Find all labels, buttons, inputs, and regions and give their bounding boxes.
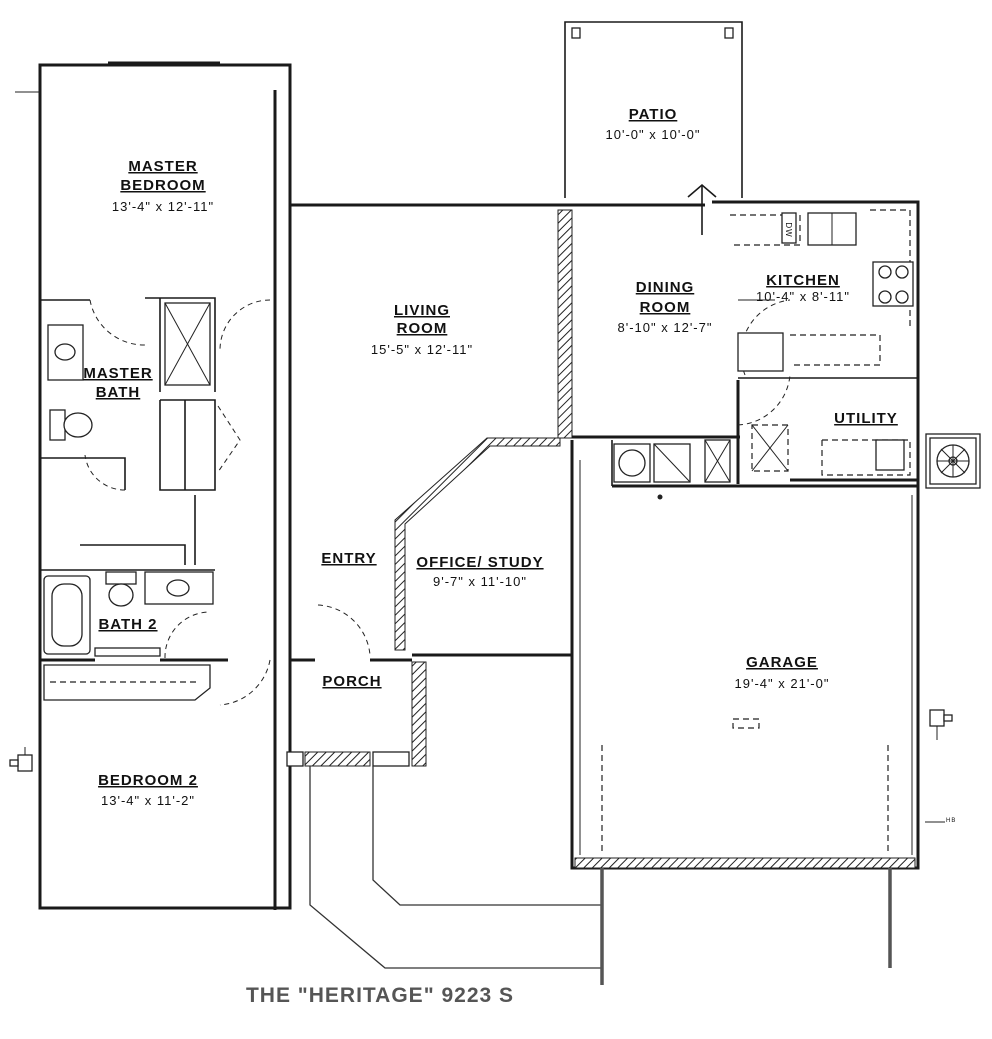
room-labels: PATIO 10'-0" x 10'-0" MASTER BEDROOM 13'… <box>83 106 898 808</box>
toilet-icon <box>63 412 93 438</box>
patio-dimensions: 10'-0" x 10'-0" <box>606 127 701 142</box>
living-room-dimensions: 15'-5" x 12'-11" <box>371 342 473 357</box>
refrigerator <box>737 332 784 372</box>
hose-bib-label: HB <box>946 818 956 824</box>
entry-label: ENTRY <box>321 550 376 567</box>
bath2-label: BATH 2 <box>98 616 157 633</box>
master-bedroom-dimensions: 13'-4" x 12'-11" <box>112 199 214 214</box>
walkways <box>309 766 892 985</box>
patio-label: PATIO <box>629 106 678 123</box>
dishwasher-label: DW <box>784 222 793 237</box>
patio-post-left <box>571 27 581 39</box>
dining-room-dimensions: 8'-10" x 12'-7" <box>618 320 713 335</box>
dining-room-label-line2: ROOM <box>640 299 691 316</box>
garage-dimensions: 19'-4" x 21'-0" <box>735 676 830 691</box>
garage-label: GARAGE <box>746 654 818 671</box>
bedroom-wing-outline <box>38 63 292 910</box>
water-heater <box>751 424 789 472</box>
office-study-dimensions: 9'-7" x 11'-10" <box>433 574 527 589</box>
dining-room-label-line1: DINING <box>636 279 695 296</box>
living-room-label-line2: ROOM <box>397 320 448 337</box>
fixtures: HB <box>9 27 981 855</box>
meter-icon-left <box>9 747 33 772</box>
living-room-label-line1: LIVING <box>394 302 450 319</box>
garage-floor-drain <box>732 718 760 729</box>
utility-label: UTILITY <box>834 410 898 427</box>
meter-icon-right <box>929 709 953 740</box>
walls <box>38 21 920 910</box>
sink-2-icon <box>166 579 190 597</box>
porch-label: PORCH <box>322 673 381 690</box>
office-study-label: OFFICE/ STUDY <box>416 554 543 571</box>
patio-post-right <box>724 27 734 39</box>
master-bedroom-label-line2: BEDROOM <box>120 177 205 194</box>
master-bath-label-line2: BATH <box>96 384 141 401</box>
dishwasher <box>781 212 797 244</box>
laundry-sink <box>875 439 905 471</box>
bedroom2-label: BEDROOM 2 <box>98 772 198 789</box>
sink-icon <box>54 343 76 361</box>
kitchen-dimensions: 10'-4" x 8'-11" <box>756 289 850 304</box>
office-angled-wall <box>394 437 561 651</box>
garage-front-wall <box>574 857 916 869</box>
kitchen-label: KITCHEN <box>766 272 840 289</box>
hatched-wall-divider <box>557 209 573 439</box>
plan-title: THE "HERITAGE" 9223 S <box>246 984 514 1007</box>
master-bath-label-line1: MASTER <box>83 365 152 382</box>
bedroom2-dimensions: 13'-4" x 11'-2" <box>101 793 195 808</box>
north-arrow-icon <box>687 183 717 235</box>
master-bedroom-label-line1: MASTER <box>128 158 197 175</box>
toilet-2-icon <box>108 583 134 607</box>
ac-unit-icon <box>925 433 981 489</box>
